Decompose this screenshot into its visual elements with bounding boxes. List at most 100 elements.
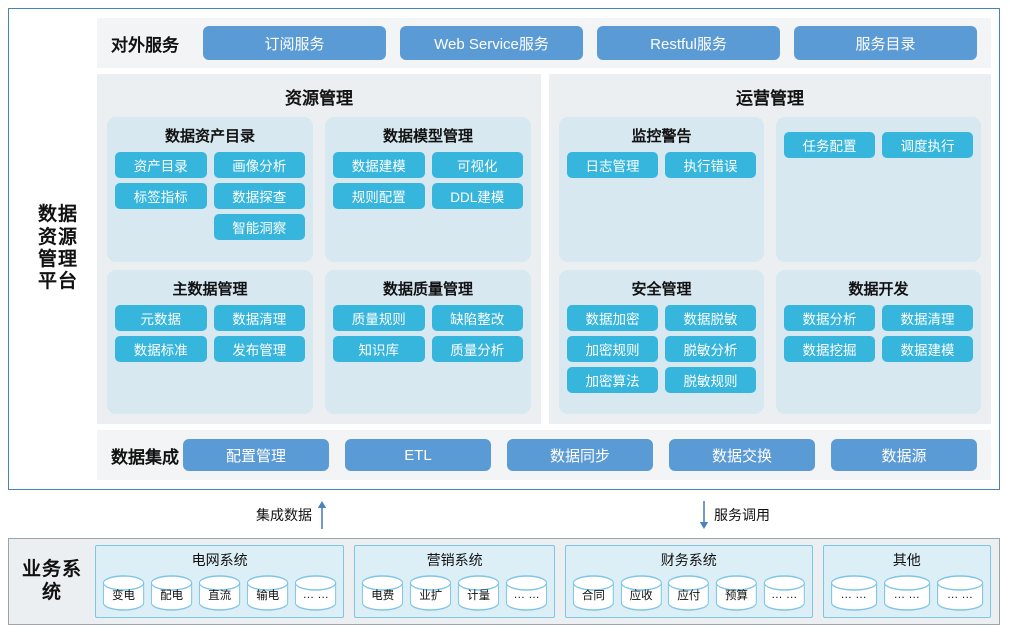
card-data-quality-management: 数据质量管理 质量规则 缺陷整改 知识库 质量分析 [325,269,531,414]
card-title-security-management: 安全管理 [631,280,692,298]
database-list: 合同 应收 应付 [572,573,805,612]
panel-title-resource-management: 资源管理 [285,89,353,108]
database-icon-substation[interactable]: 变电 [102,574,145,612]
tag-list: 数据分析 数据清理 数据挖掘 数据建模 [784,304,973,362]
database-icon-other-1[interactable]: … … [830,574,878,612]
cylinder-icon [936,574,983,611]
connector-label-integrate-data: 集成数据 [256,507,312,523]
tag-execution-error[interactable]: 执行错误 [665,152,756,178]
data-integration-bar: 数据集成 配置管理 ETL 数据同步 数据交换 数据源 [97,430,991,480]
tag-portrait-analysis[interactable]: 画像分析 [213,152,305,178]
integration-button-data-exchange[interactable]: 数据交换 [669,439,815,471]
tag-label-indicator[interactable]: 标签指标 [115,183,207,209]
database-icon-budget[interactable]: 预算 [715,574,758,612]
tag-task-config[interactable]: 任务配置 [784,132,875,158]
cylinder-icon [668,574,710,611]
integration-button-data-source[interactable]: 数据源 [831,439,977,471]
panel-resource-management: 资源管理 数据资产目录 资产目录 画像分析 标签指标 数据探查 智能洞察 [97,74,541,424]
tag-schedule-execution[interactable]: 调度执行 [882,132,973,158]
business-group-other: 其他 … … … … [822,545,991,618]
cylinder-icon [410,574,452,611]
tag-ddl-modeling[interactable]: DDL建模 [431,183,523,209]
integration-button-config-management[interactable]: 配置管理 [183,439,329,471]
database-icon-electricity-fee[interactable]: 电费 [361,574,404,612]
database-label: 变电 [112,590,136,602]
database-label: 计量 [467,590,491,602]
resource-management-cards: 数据资产目录 资产目录 画像分析 标签指标 数据探查 智能洞察 数据模型管理 [107,117,531,414]
tag-placeholder [115,214,207,240]
tag-asset-catalog[interactable]: 资产目录 [115,152,207,178]
tag-data-cleaning[interactable]: 数据清理 [213,304,305,331]
tag-masking-analysis[interactable]: 脱敏分析 [665,335,756,362]
tag-data-cleaning-dev[interactable]: 数据清理 [882,304,973,331]
database-icon-contract[interactable]: 合同 [572,574,615,612]
database-icon-more[interactable]: … … [505,574,548,612]
card-title-data-model-management: 数据模型管理 [382,128,473,145]
integration-button-data-sync[interactable]: 数据同步 [507,439,653,471]
database-list: 电费 业扩 计量 [361,573,548,612]
tag-data-masking[interactable]: 数据脱敏 [665,304,756,331]
cylinder-icon [716,574,757,611]
tag-data-exploration[interactable]: 数据探查 [213,183,305,209]
database-label: 应收 [629,590,653,602]
tag-metadata[interactable]: 元数据 [115,304,207,331]
database-icon-business-expansion[interactable]: 业扩 [409,574,452,612]
tag-data-standard[interactable]: 数据标准 [115,335,207,362]
tag-list: 数据加密 数据脱敏 加密规则 脱敏分析 加密算法 脱敏规则 [567,304,756,393]
tag-data-mining[interactable]: 数据挖掘 [784,335,875,362]
tag-quality-rule[interactable]: 质量规则 [333,304,425,331]
database-label: 应付 [677,590,701,602]
database-icon-dc[interactable]: 直流 [198,574,241,612]
tag-knowledge-base[interactable]: 知识库 [333,335,425,362]
service-button-webservice[interactable]: Web Service服务 [400,26,583,60]
database-icon-distribution[interactable]: 配电 [150,574,193,612]
business-group-title: 其他 [892,552,921,568]
tag-list: 数据建模 可视化 规则配置 DDL建模 [333,152,523,209]
external-services-buttons: 订阅服务 Web Service服务 Restful服务 服务目录 [203,26,977,60]
integration-button-etl[interactable]: ETL [345,439,491,471]
tag-defect-rectification[interactable]: 缺陷整改 [431,304,523,331]
arrow-up-icon [317,501,327,529]
tag-masking-rule[interactable]: 脱敏规则 [665,366,756,393]
data-resource-platform: 数据资源管理平台 对外服务 订阅服务 Web Service服务 Restful… [8,8,1000,490]
database-icon-payable[interactable]: 应付 [667,574,710,612]
panel-title-operations-management: 运营管理 [736,89,804,108]
tag-publish-management[interactable]: 发布管理 [213,335,305,362]
tag-log-management[interactable]: 日志管理 [567,152,658,178]
panel-operations-management: 运营管理 监控警告 日志管理 执行错误 任务配置 调度执行 [549,74,991,424]
card-task-scheduling: 任务配置 调度执行 [776,117,981,262]
card-title-data-development: 数据开发 [848,280,909,298]
tag-rule-config[interactable]: 规则配置 [333,183,425,209]
arrow-down-icon [699,501,709,529]
database-icon-more[interactable]: … … [294,574,337,612]
tag-smart-insight[interactable]: 智能洞察 [213,214,305,240]
tag-visualization[interactable]: 可视化 [431,152,523,178]
tag-quality-analysis[interactable]: 质量分析 [431,335,523,362]
tag-data-analysis[interactable]: 数据分析 [784,304,875,331]
data-integration-buttons: 配置管理 ETL 数据同步 数据交换 数据源 [183,439,977,471]
database-icon-other-3[interactable]: … … [936,574,984,612]
cylinder-icon [506,574,548,611]
database-icon-metering[interactable]: 计量 [457,574,500,612]
database-label: 直流 [208,590,232,602]
service-button-restful[interactable]: Restful服务 [597,26,780,60]
database-label: 预算 [725,590,749,602]
tag-data-modeling[interactable]: 数据建模 [333,152,425,178]
service-button-subscription[interactable]: 订阅服务 [203,26,386,60]
database-icon-more[interactable]: … … [763,574,806,612]
cylinder-icon [199,574,241,611]
connector-layer: 集成数据 服务调用 [8,492,1000,537]
database-icon-receivable[interactable]: 应收 [620,574,663,612]
tag-encryption-rule[interactable]: 加密规则 [567,335,658,362]
tag-data-modeling-dev[interactable]: 数据建模 [882,335,973,362]
database-label: … … [302,589,329,601]
management-panels: 资源管理 数据资产目录 资产目录 画像分析 标签指标 数据探查 智能洞察 [97,74,991,424]
database-icon-other-2[interactable]: … … [883,574,931,612]
tag-data-encryption[interactable]: 数据加密 [567,304,658,331]
card-master-data-management: 主数据管理 元数据 数据清理 数据标准 发布管理 [107,269,313,414]
service-button-catalog[interactable]: 服务目录 [794,26,977,60]
external-services-title: 对外服务 [111,35,179,55]
database-icon-transmission[interactable]: 输电 [246,574,289,612]
platform-title-text: 数据资源管理平台 [37,204,78,293]
tag-encryption-algorithm[interactable]: 加密算法 [567,366,658,393]
